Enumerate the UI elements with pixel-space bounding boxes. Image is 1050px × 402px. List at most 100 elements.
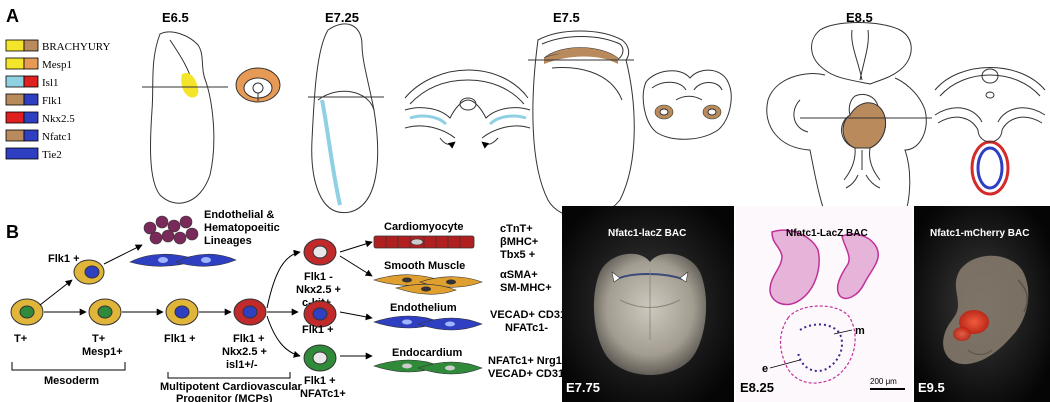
legend-item: Mesp1 <box>5 57 72 71</box>
fate-marker: VECAD+ CD31+ <box>490 309 573 321</box>
isl1-domain <box>320 99 342 206</box>
legend-swatch-right <box>23 39 39 52</box>
cell-t-label: T+ <box>14 333 27 345</box>
cell-mcp <box>233 298 267 326</box>
lineage-label: Endothelial & <box>204 209 274 221</box>
cross-section-e7-5 <box>642 69 732 140</box>
branch-nfatc1-label: Flk1 + <box>304 375 336 387</box>
legend: BRACHYURY Mesp1 Isl1 Flk1 Nkx2.5 Nfatc1 <box>5 39 111 161</box>
fate-endocardium <box>373 359 483 375</box>
cross-section-e8-5 <box>934 67 1046 196</box>
cell-branch-flk1 <box>303 300 337 328</box>
photo-lacz-e7-75 <box>562 206 734 402</box>
bracket-mcp-label: Multipotent Cardiovascular <box>160 381 303 393</box>
hematopoietic-cluster <box>129 215 237 267</box>
cell-flk1-top <box>73 259 105 285</box>
fate-name: Cardiomyocyte <box>384 221 463 233</box>
cell-t-mesp1-label: T+ <box>92 333 105 345</box>
legend-swatch-right <box>23 93 39 106</box>
fate-marker: αSMA+ <box>500 269 538 281</box>
legend-label: Nfatc1 <box>42 131 72 143</box>
legend-swatch-left <box>5 39 25 52</box>
lineage-label: Lineages <box>204 235 252 247</box>
legend-item: Nkx2.5 <box>5 111 75 125</box>
scale-bar-label: 200 μm <box>870 377 897 386</box>
cell-t-mesp1-label: Mesp1+ <box>82 346 123 358</box>
fate-name: Endocardium <box>392 347 463 359</box>
photo-title: Nfatc1-LacZ BAC <box>786 228 868 239</box>
legend-swatch-right <box>23 129 39 142</box>
photo-stage: E7.75 <box>566 380 600 395</box>
legend-item: Tie2 <box>5 147 62 161</box>
legend-swatch-left <box>5 57 25 70</box>
cross-section-e7-25 <box>404 69 531 149</box>
cell-mcp-label: Flk1 + <box>233 333 265 345</box>
bracket-mcp-label: Progenitor (MCPs) <box>176 393 273 402</box>
fate-endothelium <box>373 315 483 331</box>
legend-swatch-right <box>23 75 39 88</box>
fate-cardiomyocyte <box>373 235 475 249</box>
photo-mcherry-e9-5 <box>914 206 1050 402</box>
stage-label: E7.5 <box>553 10 580 25</box>
legend-swatch-left <box>5 129 25 142</box>
photo-lacz-e8-25 <box>736 206 912 402</box>
legend-swatch-full <box>5 147 39 160</box>
legend-label: Tie2 <box>42 149 62 161</box>
cell-mcp-label: isl1+/- <box>226 359 258 371</box>
photo-label-m: m <box>855 325 865 337</box>
cell-mcp-label: Nkx2.5 + <box>222 346 267 358</box>
legend-swatch-right <box>23 57 39 70</box>
fate-marker: NFATc1+ Nrg1+ <box>488 355 568 367</box>
legend-swatch-right <box>23 111 39 124</box>
cell-t-mesp1 <box>88 298 122 326</box>
fate-marker: cTnT+ <box>500 223 533 235</box>
photo-title: Nfatc1-mCherry BAC <box>930 228 1029 239</box>
fate-marker: VECAD+ CD31+ <box>488 368 571 380</box>
cell-branch-nfatc1 <box>303 344 337 372</box>
fate-name: Smooth Muscle <box>384 260 465 272</box>
branch-kit-label: Nkx2.5 + <box>296 284 341 296</box>
legend-label: Nkx2.5 <box>42 113 75 125</box>
embryo-e6-5 <box>142 31 228 204</box>
branch-flk1-label: Flk1 + <box>302 324 334 336</box>
photo-label-e: e <box>762 363 768 375</box>
bracket-mesoderm <box>11 362 126 371</box>
legend-swatch-left <box>5 93 25 106</box>
fate-marker: Tbx5 + <box>500 249 535 261</box>
legend-item: Isl1 <box>5 75 59 89</box>
cell-flk1-mid-label: Flk1 + <box>164 333 196 345</box>
photo-stage: E8.25 <box>740 380 774 395</box>
legend-item: BRACHYURY <box>5 39 111 53</box>
fate-marker: NFATc1- <box>505 322 548 334</box>
panel-label-a: A <box>6 6 19 26</box>
legend-item: Nfatc1 <box>5 129 72 143</box>
cell-flk1-top-label: Flk1 + <box>48 253 80 265</box>
photo-title: Nfatc1-lacZ BAC <box>608 228 686 239</box>
legend-label: Flk1 <box>42 95 62 107</box>
lineage-arrows <box>39 240 373 360</box>
stage-label: E6.5 <box>162 10 189 25</box>
legend-item: Flk1 <box>5 93 62 107</box>
brachyury-domain <box>181 72 199 98</box>
stage-label: E7.25 <box>325 10 359 25</box>
legend-swatch-left <box>5 75 25 88</box>
legend-swatch-left <box>5 111 25 124</box>
photo-stage: E9.5 <box>918 380 945 395</box>
cell-branch-kit <box>303 238 337 266</box>
fate-marker: βMHC+ <box>500 236 538 248</box>
branch-kit-label: Flk1 - <box>304 271 333 283</box>
cell-flk1-mid <box>165 298 199 326</box>
cell-t <box>10 298 44 326</box>
cross-section-e6-5 <box>235 67 281 103</box>
legend-label: Isl1 <box>42 77 59 89</box>
branch-nfatc1-label: NFATc1+ <box>300 388 346 400</box>
legend-label: Mesp1 <box>42 59 72 71</box>
heart-tube-inner <box>976 146 1004 190</box>
legend-label: BRACHYURY <box>42 41 111 53</box>
fate-marker: SM-MHC+ <box>500 282 552 294</box>
lineage-label: Hematopoeitic <box>204 222 280 234</box>
stage-label: E8.5 <box>846 10 873 25</box>
fate-smooth-muscle <box>372 274 483 295</box>
fate-name: Endothelium <box>390 302 457 314</box>
